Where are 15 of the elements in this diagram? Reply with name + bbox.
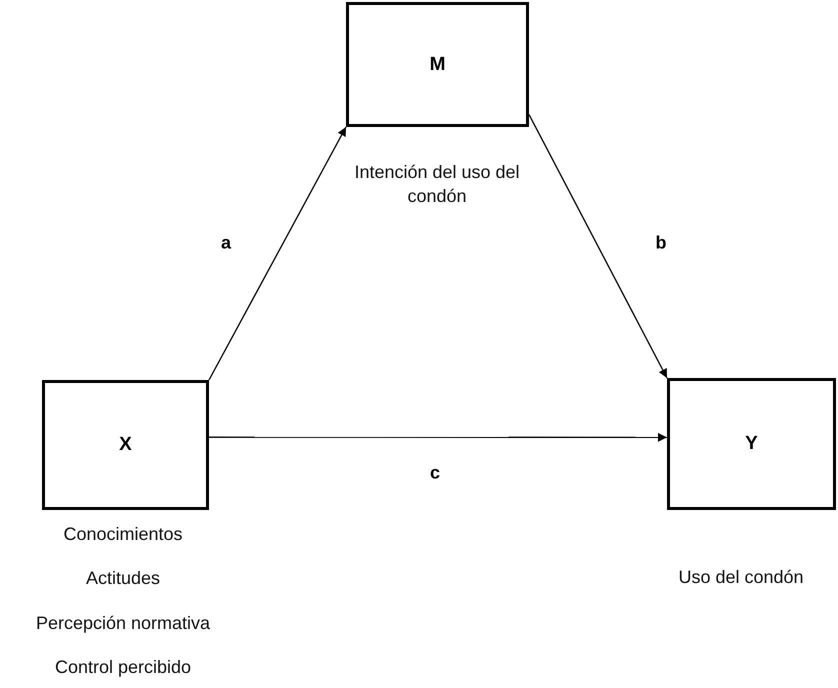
variable-description: Conocimientos [62, 523, 184, 546]
variable-label: X [119, 434, 132, 456]
arrow [209, 432, 667, 442]
variable-label: Y [745, 433, 758, 455]
arrow [208, 126, 347, 380]
variable-description: Control percibido [54, 656, 192, 679]
variable-description: Uso del condón [677, 566, 805, 589]
variable-box [346, 2, 529, 127]
arrow [528, 114, 668, 378]
variable-description: Percepción normativa [34, 612, 212, 635]
variable-description: Actitudes [84, 567, 162, 590]
variable-box [667, 378, 836, 510]
variable-box [42, 380, 209, 510]
variable-description: Intención del uso del condón [353, 161, 521, 208]
variable-label: M [430, 54, 446, 76]
